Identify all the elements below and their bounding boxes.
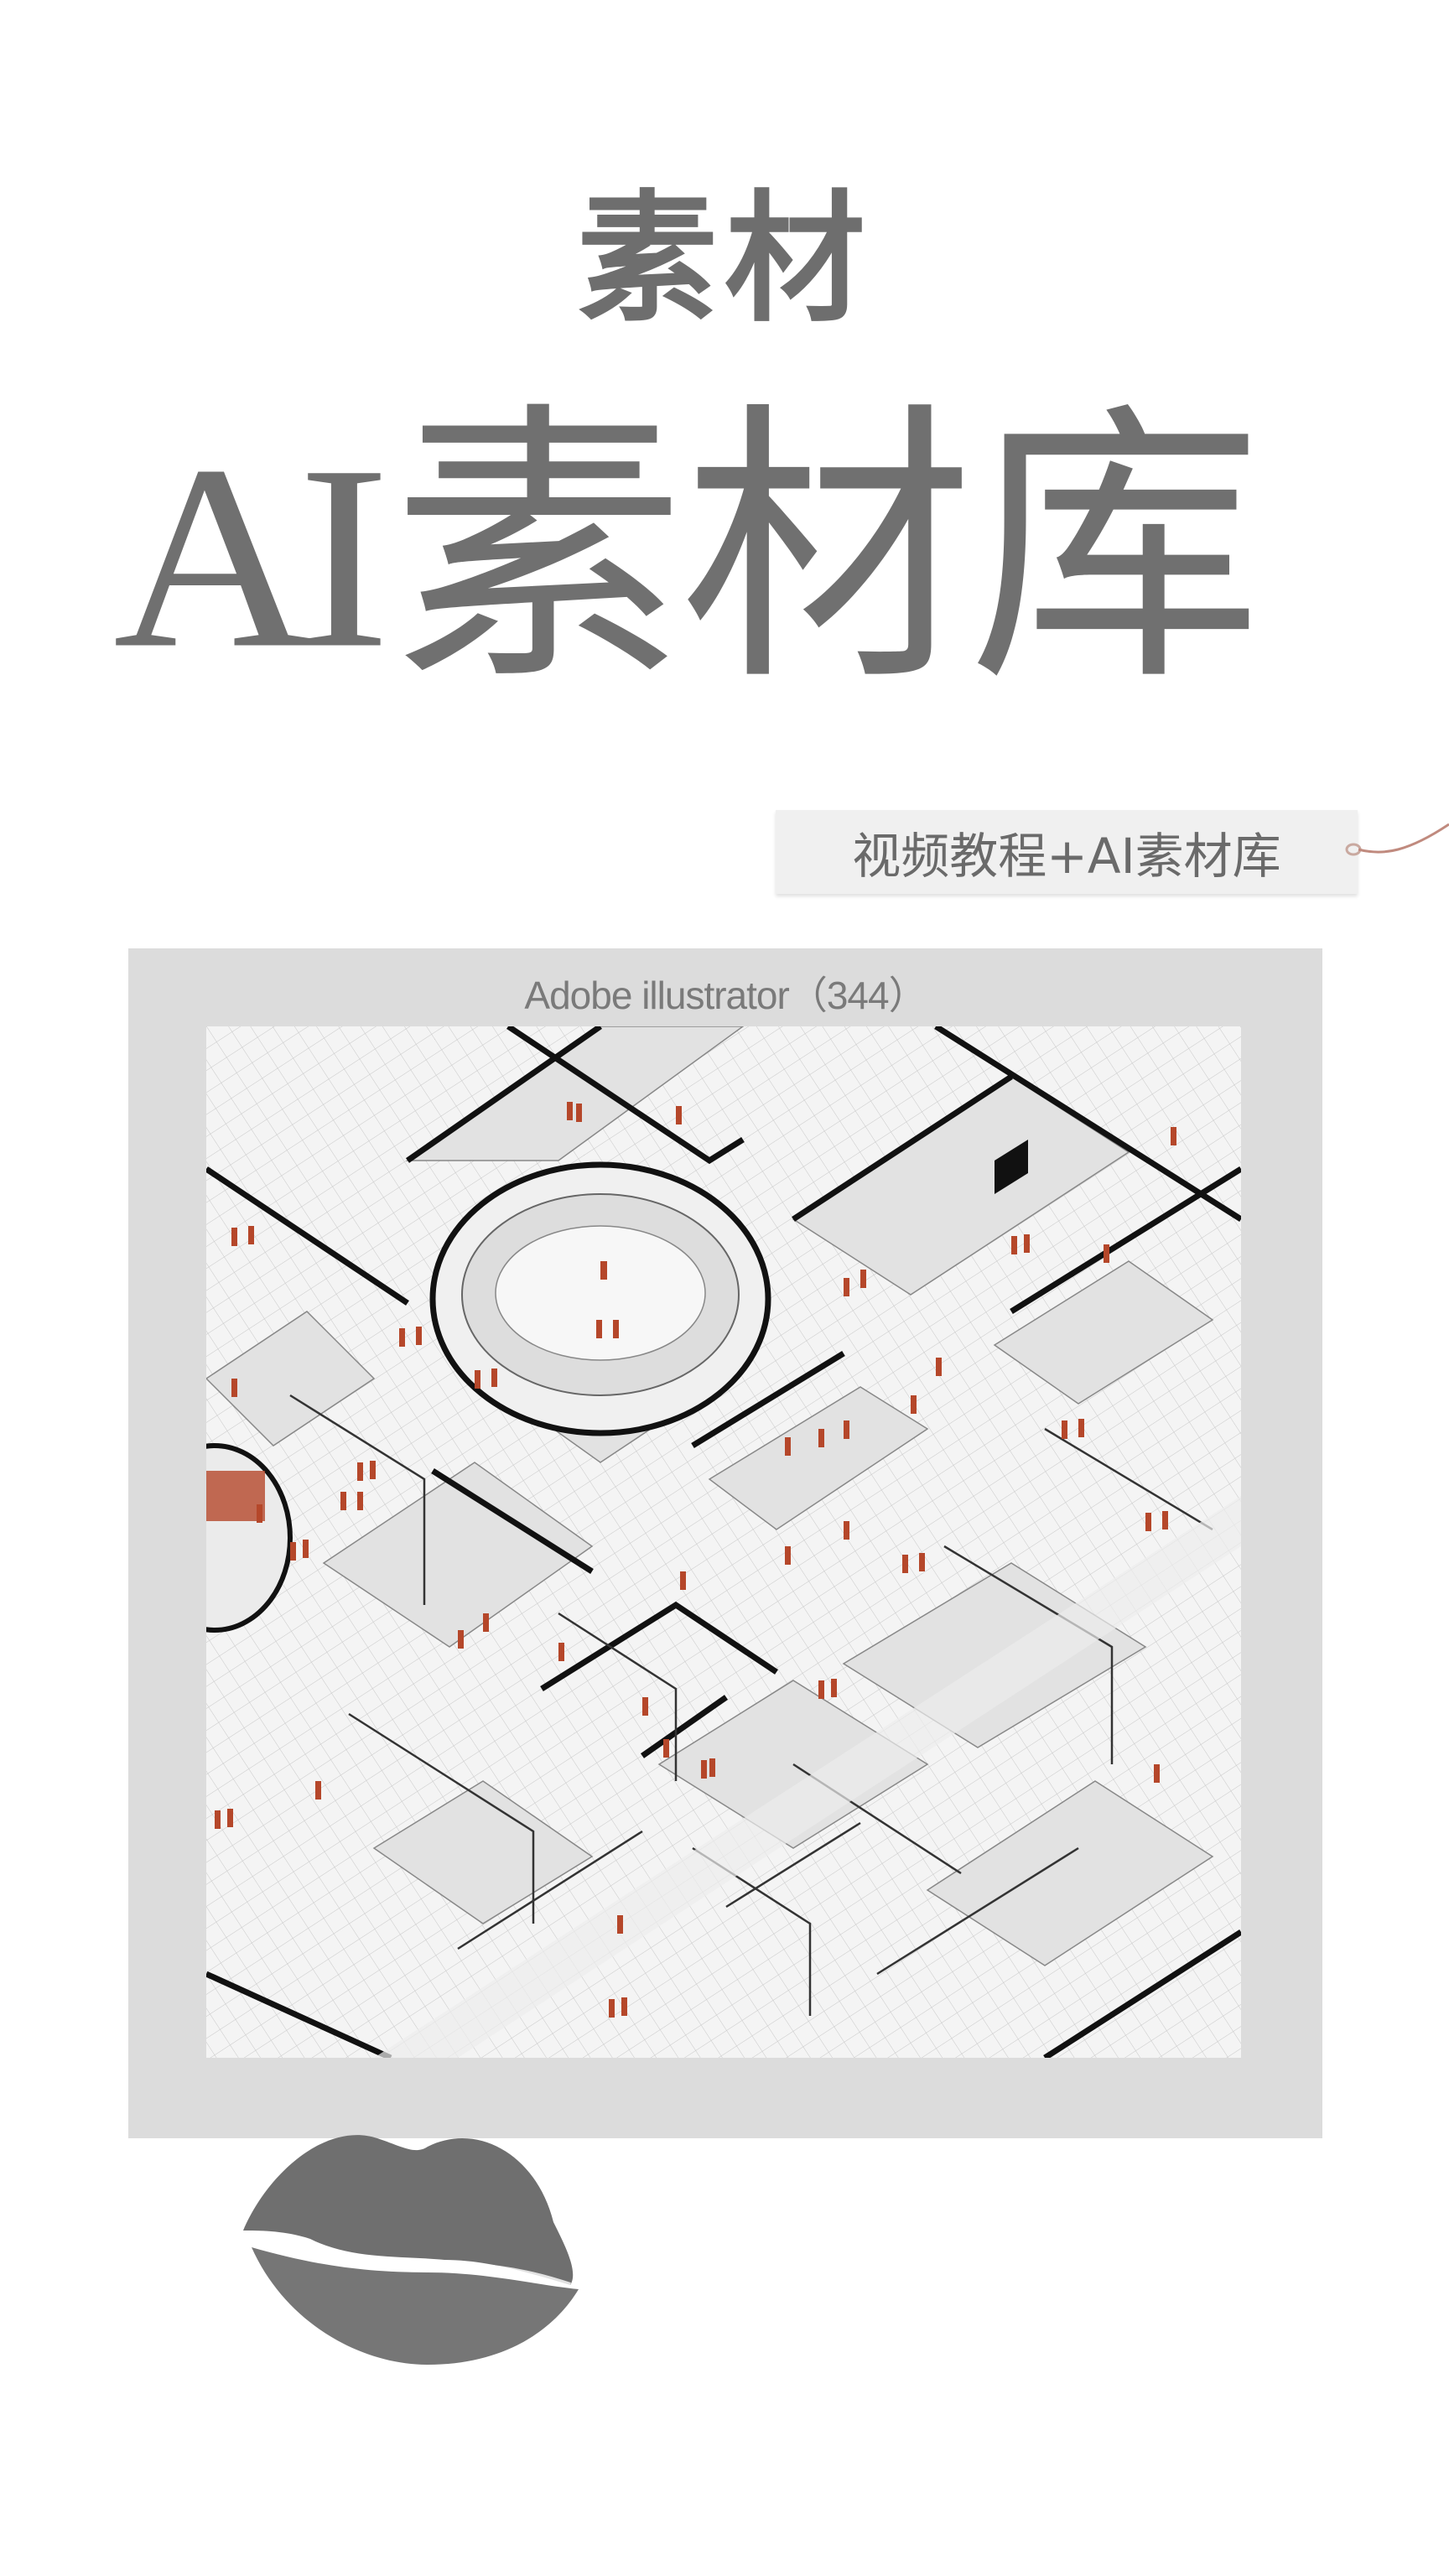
lipstick-kiss-mark — [243, 2135, 579, 2365]
subtitle: 素材 — [577, 177, 872, 341]
headline-cn: 素材库 — [392, 378, 1262, 720]
artwork-panel: Adobe illustrator（344） — [128, 948, 1322, 2138]
tag-string-icon — [1345, 823, 1449, 856]
headline-latin: AI — [113, 412, 390, 703]
panel-title: Adobe illustrator（344） — [524, 974, 927, 1017]
headline: AI 素材库 — [113, 378, 1262, 720]
tag-label: 视频教程+AI素材库 — [776, 810, 1358, 894]
tag-text: 视频教程+AI素材库 — [852, 828, 1281, 885]
isometric-floorplan-illustration — [206, 1026, 1241, 2058]
